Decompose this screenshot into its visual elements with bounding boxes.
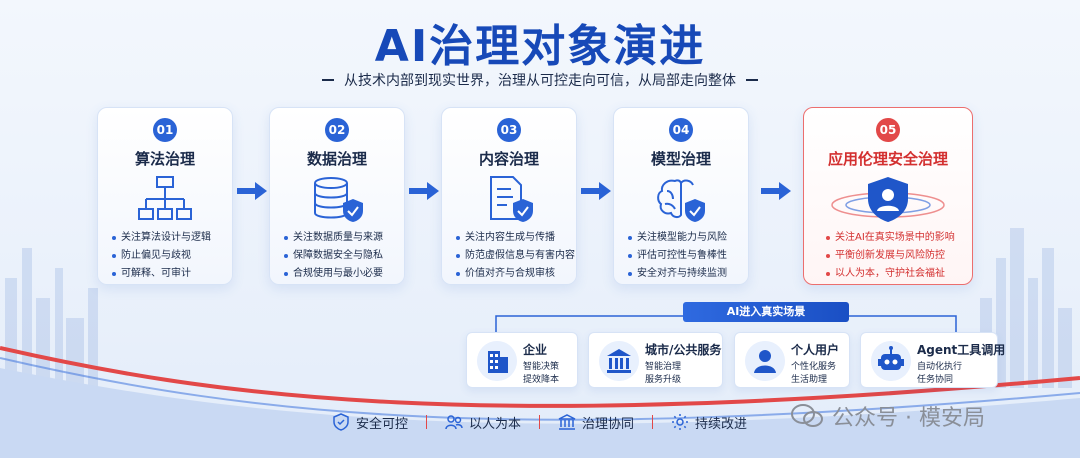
stage-points: 关注AI在真实场景中的影响 平衡创新发展与风险防控 以人为本，守护社会福祉 <box>826 229 972 283</box>
footer-separator <box>539 415 541 429</box>
stage-title: 数据治理 <box>306 150 367 168</box>
scene-bracket-decoration <box>495 315 957 332</box>
stage-point: 关注算法设计与逻辑 <box>112 229 232 247</box>
arrow-right-icon <box>761 182 791 200</box>
stage-card-application-ethics: 05 应用伦理安全治理 关注AI在真实场景中的影响 平衡创新发展与风险防控 以人… <box>803 107 973 285</box>
stage-card-model: 04 模型治理 关注模型能力与风险 评估可控性与鲁棒性 安全对齐与持续监测 <box>613 107 749 285</box>
stage-point: 保障数据安全与隐私 <box>284 247 404 265</box>
principle-label: 安全可控 <box>356 416 409 432</box>
chat-bubbles-icon <box>791 404 823 427</box>
stage-number: 05 <box>876 118 900 142</box>
stage-card-data: 02 数据治理 关注数据质量与来源 保障数据安全与隐私 合规使用与最小必要 <box>269 107 405 285</box>
stage-point: 以人为本，守护社会福祉 <box>826 265 972 283</box>
stage-point: 关注AI在真实场景中的影响 <box>826 229 972 247</box>
person-icon <box>745 341 785 381</box>
user-shield-icon <box>831 177 945 222</box>
stage-point: 关注模型能力与风险 <box>628 229 748 247</box>
scene-card-enterprise: 企业 智能决策 提效降本 <box>466 332 578 388</box>
arrow-right-icon <box>581 182 611 200</box>
stage-card-algorithm: 01 算法治理 关注算法设计与逻辑 防止偏见与歧视 可解释、可审计 <box>97 107 233 285</box>
stage-card-content: 03 内容治理 关注内容生成与传播 防范虚假信息与有害内容 价值对齐与合规审核 <box>441 107 577 285</box>
brain-shield-icon <box>657 179 705 222</box>
stage-number: 04 <box>669 118 693 142</box>
principle-item: 持续改进 <box>671 413 747 432</box>
scene-name: 企业 <box>523 343 548 357</box>
principle-item: 安全可控 <box>332 413 408 432</box>
stage-point: 防止偏见与歧视 <box>112 247 232 265</box>
principles-footer: 安全可控 以人为本 治理协同 持续改进 <box>332 412 747 432</box>
stage-point: 评估可控性与鲁棒性 <box>628 247 748 265</box>
stage-number: 01 <box>153 118 177 142</box>
watermark-text: 公众号 · 模安局 <box>832 406 985 431</box>
subtitle: 从技术内部到现实世界，治理从可控走向可信，从局部走向整体 <box>344 73 736 89</box>
institution-icon <box>558 414 576 430</box>
scene-name: 个人用户 <box>791 343 840 357</box>
arrow-right-icon <box>237 182 267 200</box>
stage-point: 可解释、可审计 <box>112 265 232 283</box>
database-shield-icon <box>314 177 363 222</box>
stage-point: 关注内容生成与传播 <box>456 229 576 247</box>
subtitle-dash-left <box>322 79 334 81</box>
stage-points: 关注模型能力与风险 评估可控性与鲁棒性 安全对齐与持续监测 <box>628 229 748 283</box>
scene-detail: 服务升级 <box>645 375 682 385</box>
principle-label: 持续改进 <box>695 416 748 432</box>
government-icon <box>599 341 639 381</box>
stage-point: 平衡创新发展与风险防控 <box>826 247 972 265</box>
stage-point: 关注数据质量与来源 <box>284 229 404 247</box>
principle-label: 治理协同 <box>582 416 635 432</box>
skyline-right-decoration <box>980 228 1072 388</box>
governance-stages: 01 算法治理 关注算法设计与逻辑 防止偏见与歧视 可解释、可审计 02 数据治… <box>97 107 977 287</box>
scene-name: Agent工具调用 <box>917 343 1006 357</box>
stage-title: 模型治理 <box>650 150 711 168</box>
wave-decoration <box>0 346 1080 458</box>
scene-section-label: AI进入真实场景 <box>683 302 849 322</box>
subtitle-row: 从技术内部到现实世界，治理从可控走向可信，从局部走向整体 <box>0 70 1080 90</box>
scene-card-individual-user: 个人用户 个性化服务 生活助理 <box>734 332 850 388</box>
watermark: 公众号 · 模安局 <box>790 400 985 432</box>
scene-detail: 智能治理 <box>645 362 682 372</box>
scene-detail: 自动化执行 <box>917 362 963 372</box>
scene-card-city-public-service: 城市/公共服务 智能治理 服务升级 <box>588 332 723 388</box>
scene-card-agent-tools: Agent工具调用 自动化执行 任务协同 <box>860 332 1005 388</box>
scene-detail: 个性化服务 <box>791 362 837 372</box>
stage-points: 关注数据质量与来源 保障数据安全与隐私 合规使用与最小必要 <box>284 229 404 283</box>
scene-name: 城市/公共服务 <box>645 343 722 357</box>
stage-point: 安全对齐与持续监测 <box>628 265 748 283</box>
robot-icon <box>871 341 911 381</box>
stage-points: 关注内容生成与传播 防范虚假信息与有害内容 价值对齐与合规审核 <box>456 229 576 283</box>
stage-point: 价值对齐与合规审核 <box>456 265 576 283</box>
principle-item: 治理协同 <box>558 413 634 432</box>
stage-points: 关注算法设计与逻辑 防止偏见与歧视 可解释、可审计 <box>112 229 232 283</box>
scene-detail: 智能决策 <box>523 362 560 372</box>
page-title: AI治理对象演进 <box>374 21 706 72</box>
subtitle-dash-right <box>746 79 758 81</box>
scene-detail: 提效降本 <box>523 375 560 385</box>
document-shield-icon <box>490 176 533 222</box>
gear-cycle-icon <box>672 414 689 430</box>
principle-label: 以人为本 <box>469 416 522 432</box>
stage-point: 防范虚假信息与有害内容 <box>456 247 576 265</box>
arrow-right-icon <box>409 182 439 200</box>
stage-point: 合规使用与最小必要 <box>284 265 404 283</box>
stage-title: 应用伦理安全治理 <box>827 150 948 168</box>
scene-detail: 生活助理 <box>791 375 828 385</box>
principle-item: 以人为本 <box>445 413 521 432</box>
people-icon <box>445 415 463 430</box>
stage-title: 算法治理 <box>134 150 195 168</box>
flowchart-icon <box>138 176 192 220</box>
stage-number: 03 <box>497 118 521 142</box>
scene-detail: 任务协同 <box>917 375 954 385</box>
shield-check-icon <box>333 413 349 431</box>
stage-title: 内容治理 <box>478 150 539 168</box>
stage-number: 02 <box>325 118 349 142</box>
footer-separator <box>426 415 428 429</box>
building-icon <box>477 341 517 381</box>
footer-separator <box>652 415 654 429</box>
